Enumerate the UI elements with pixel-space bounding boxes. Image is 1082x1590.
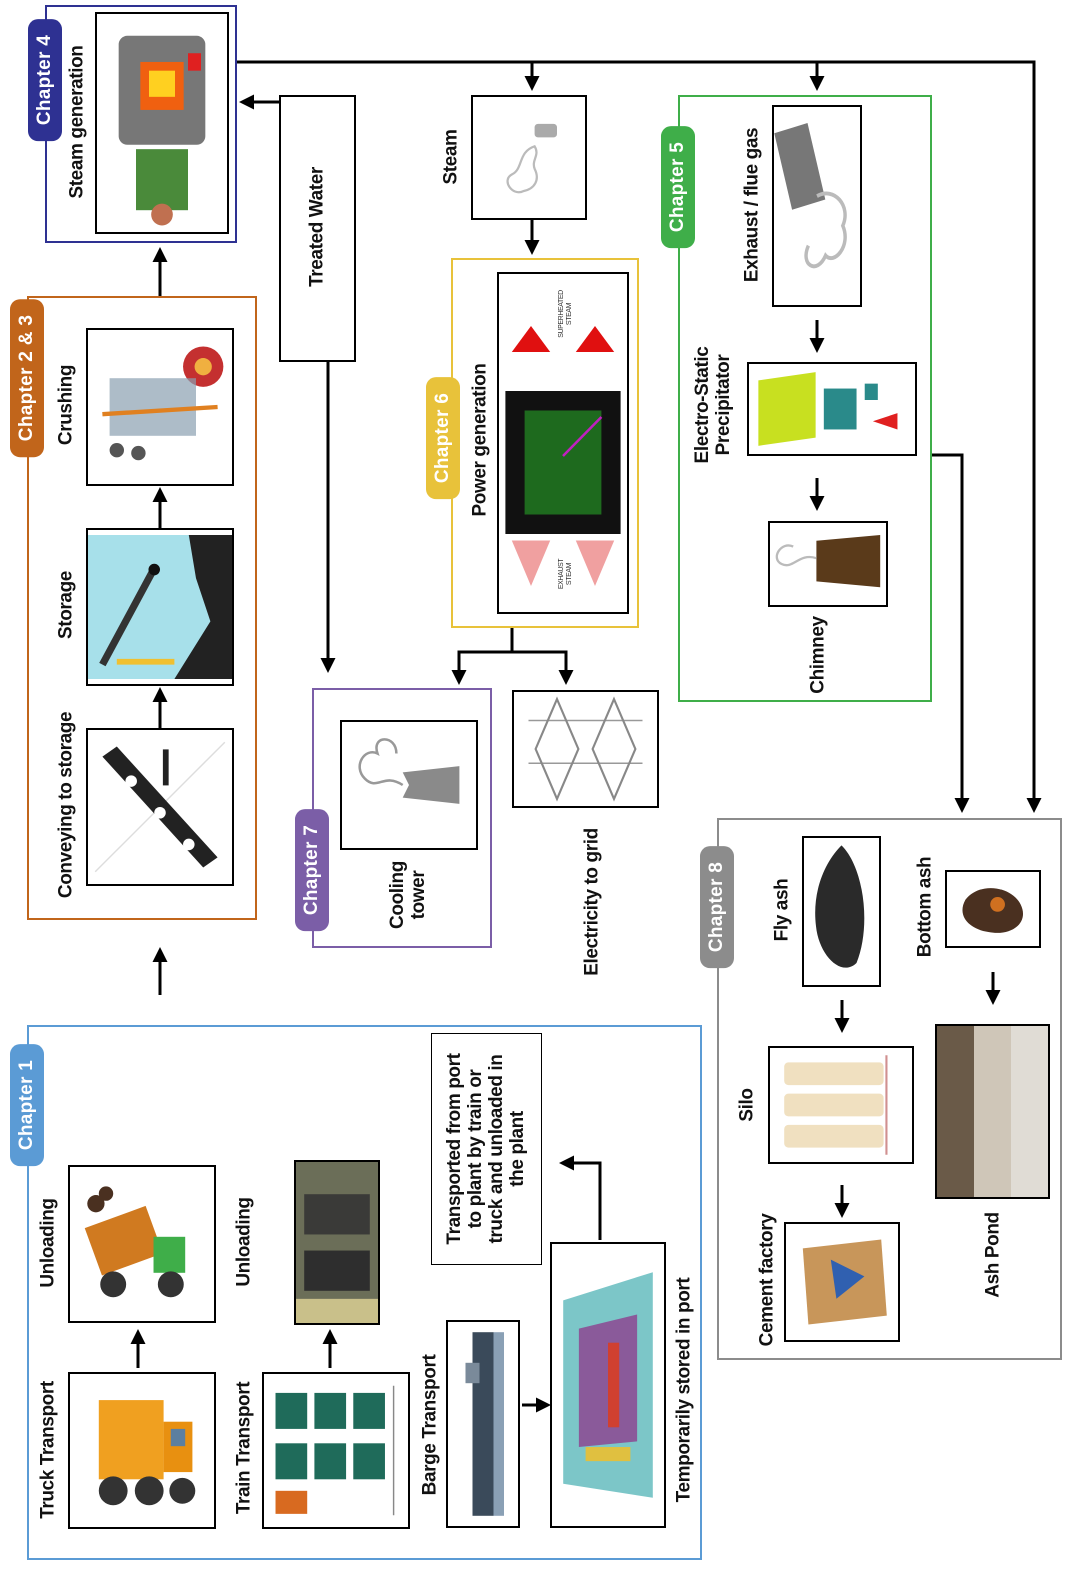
line-turbine-split: [451, 628, 514, 685]
train-transport-label: Train Transport: [233, 1381, 255, 1515]
cooling-tower-icon: [358, 738, 460, 804]
fly-ash-label: Fly ash: [771, 878, 793, 942]
power-pylon-icon: [528, 696, 643, 802]
truck-transport-label: Truck Transport: [37, 1381, 59, 1519]
power-generation-image: SUPERHEATED STEAM EXHAUST STEAM: [497, 272, 629, 614]
line-boiler-top: [237, 60, 1042, 813]
fly-ash-image: [802, 836, 881, 987]
cooling-tower-label: Cooling tower: [387, 861, 429, 929]
chapter-4-badge: Chapter 4: [28, 18, 62, 142]
chapter-8-frame: [717, 818, 1062, 1360]
steam-generation-image: [95, 12, 229, 234]
crusher-icon: [102, 346, 224, 461]
steam-image: [471, 95, 587, 220]
unloading-truck-label: Unloading: [37, 1198, 59, 1288]
chapter-2-3-frame: [27, 296, 257, 920]
treated-water-box: [279, 95, 356, 362]
barge-icon: [465, 1332, 504, 1516]
barge-transport-image: [446, 1320, 520, 1528]
silo-icon: [784, 1055, 888, 1155]
chapter-5-frame: [678, 95, 932, 702]
line-esp-to-ash: [932, 453, 970, 813]
arrow-port-to-plant: [559, 1155, 602, 1240]
fly-ash-icon: [815, 845, 865, 968]
ash-pond-label: Ash Pond: [982, 1212, 1004, 1298]
superheated-steam-label: SUPERHEATED STEAM: [558, 290, 573, 338]
steam-label: Steam: [440, 129, 462, 185]
chimney-image: [768, 521, 888, 607]
turbine-icon: [505, 326, 621, 586]
cement-bag-icon: [802, 1239, 887, 1325]
barge-transport-label: Barge Transport: [419, 1354, 441, 1496]
silo-label: Silo: [736, 1088, 758, 1122]
port-storage-icon: [563, 1272, 653, 1498]
truck-unloading-icon: [84, 1186, 186, 1298]
dump-truck-icon: [98, 1400, 196, 1506]
transported-from-port-box: [431, 1033, 542, 1265]
train-transport-image: [262, 1372, 410, 1529]
exhaust-flue-gas-label: Exhaust / flue gas: [741, 127, 763, 283]
chapter-6-badge: Chapter 6: [426, 376, 460, 500]
storage-label: Storage: [55, 571, 77, 639]
electrostatic-precipitator-label: Electro-Static Precipitator: [692, 346, 734, 464]
conveying-label: Conveying to storage: [55, 711, 77, 899]
bottom-ash-image: [945, 870, 1041, 948]
crushing-image: [86, 328, 234, 486]
chapter-8-badge: Chapter 8: [700, 845, 734, 969]
conveyor-icon: [94, 741, 226, 873]
cement-factory-label: Cement factory: [756, 1213, 778, 1347]
exhaust-image: [772, 105, 862, 307]
chimney-icon: [775, 535, 881, 588]
electrostatic-precipitator-icon: [758, 372, 898, 446]
ash-pond-icon: [937, 1026, 1048, 1197]
temporarily-stored-label: Temporarily stored in port: [673, 1277, 695, 1503]
crushing-label: Crushing: [55, 364, 77, 446]
bottom-ash-icon: [962, 888, 1024, 933]
port-storage-image: [550, 1242, 666, 1528]
conveying-image: [86, 728, 234, 886]
unloading-train-label: Unloading: [233, 1197, 255, 1287]
boiler-icon: [118, 35, 206, 226]
chapter-2-3-badge: Chapter 2 & 3: [10, 298, 44, 458]
cooling-tower-image: [340, 720, 478, 850]
electrostatic-precipitator-image: [747, 362, 917, 456]
power-generation-label: Power generation: [469, 363, 491, 517]
chapter-1-frame: [27, 1025, 702, 1560]
chapter-7-badge: Chapter 7: [295, 808, 329, 932]
exhaust-steam-label: EXHAUST STEAM: [558, 558, 573, 590]
exhaust-pipe-icon: [774, 123, 847, 269]
coal-storage-icon: [88, 535, 232, 679]
train-unloading-icon: [296, 1162, 378, 1323]
chapter-5-badge: Chapter 5: [661, 125, 695, 249]
train-unloading-image: [294, 1160, 380, 1325]
truck-unloading-image: [68, 1165, 216, 1323]
electricity-to-grid-image: [512, 690, 659, 808]
transported-from-port-label: Transported from port to plant by train …: [444, 1053, 528, 1245]
ash-pond-image: [935, 1024, 1050, 1199]
chimney-label: Chimney: [807, 616, 829, 694]
electricity-to-grid-label: Electricity to grid: [581, 828, 603, 976]
cement-factory-image: [784, 1222, 900, 1342]
steam-generation-label: Steam generation: [66, 45, 88, 199]
treated-water-label: Treated Water: [306, 167, 328, 287]
bottom-ash-label: Bottom ash: [914, 856, 936, 958]
steam-valve-icon: [506, 123, 557, 194]
line-turbine-to-grid: [512, 650, 574, 685]
truck-transport-image: [68, 1372, 216, 1529]
storage-image: [86, 528, 234, 686]
coal-train-icon: [275, 1385, 395, 1516]
silo-image: [768, 1046, 914, 1164]
chapter-1-badge: Chapter 1: [10, 1043, 44, 1167]
